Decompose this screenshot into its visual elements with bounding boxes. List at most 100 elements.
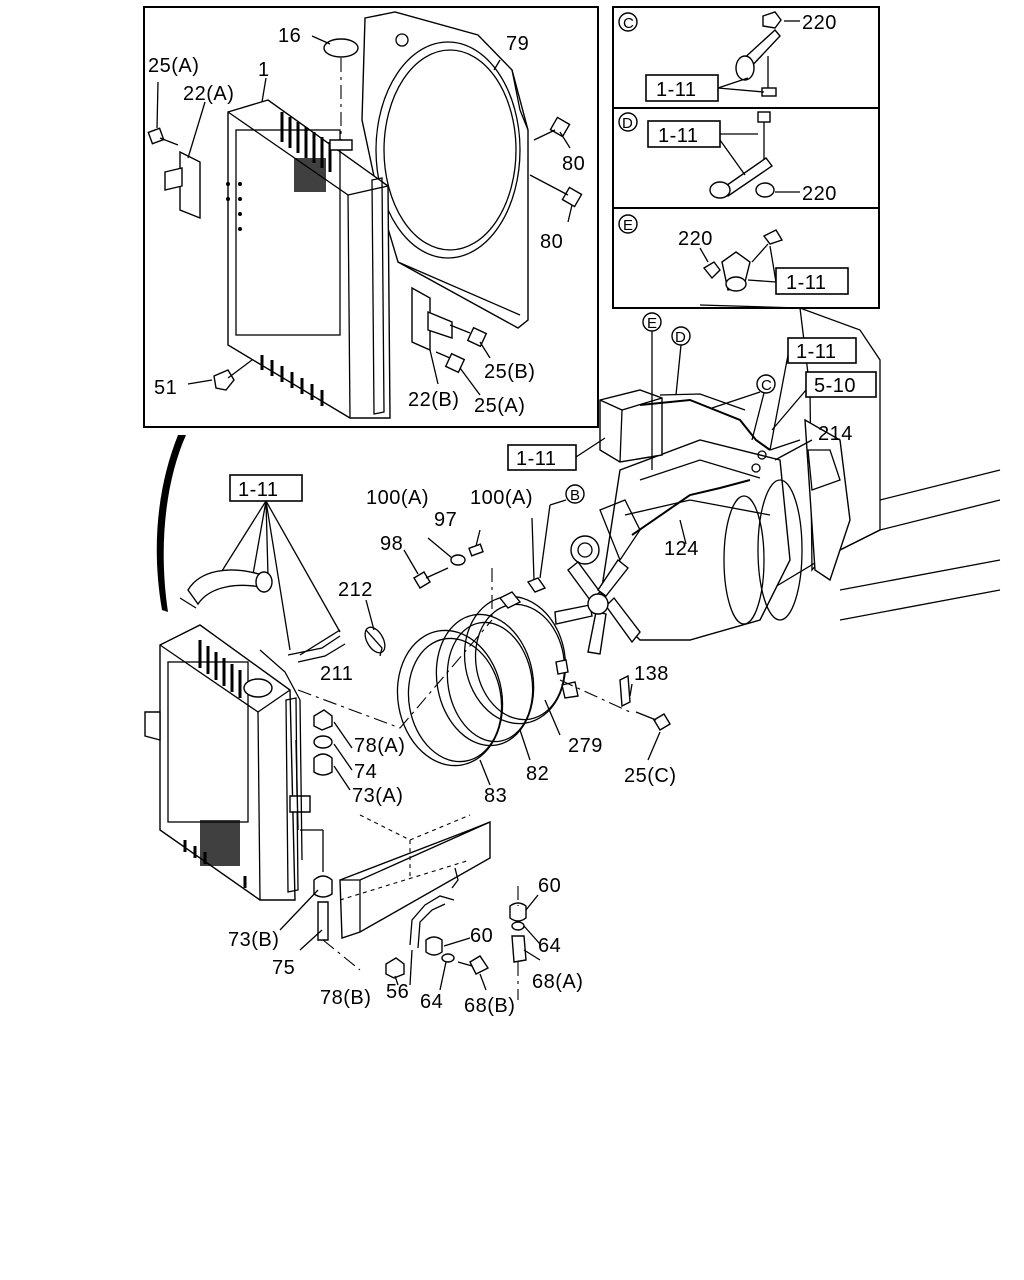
- bracket-22a: [164, 150, 201, 220]
- radiator-core-1: [226, 99, 391, 419]
- label-100a-2: 100(A): [470, 487, 533, 509]
- bolt-98: [413, 567, 449, 589]
- label-124: 124: [664, 538, 699, 560]
- detail-panels: C 1-11 220 D 1-11 220: [612, 6, 880, 309]
- clamp-212: [364, 626, 386, 657]
- label-60-2: 60: [470, 925, 493, 947]
- label-64-1: 64: [538, 935, 561, 957]
- label-211: 211: [320, 663, 353, 685]
- drain-plug-51: [213, 359, 253, 391]
- label-c-220: 220: [802, 12, 837, 34]
- label-73b: 73(B): [228, 929, 279, 951]
- label-73a: 73(A): [352, 785, 403, 807]
- bolts-80: [529, 116, 583, 208]
- fan-shroud-79: [361, 11, 529, 329]
- label-22b: 22(B): [408, 389, 459, 411]
- ref-e: 1-11: [786, 272, 827, 294]
- callout-c-engine: C: [761, 377, 772, 394]
- label-16: 16: [278, 25, 301, 47]
- radiator-assembly: [144, 624, 311, 901]
- label-80-2: 80: [540, 231, 563, 253]
- label-60-1: 60: [538, 875, 561, 897]
- label-78b: 78(B): [320, 987, 371, 1009]
- label-214: 214: [818, 423, 853, 445]
- label-74: 74: [354, 761, 377, 783]
- label-25a-top: 25(A): [148, 55, 199, 77]
- mount-73b: [313, 875, 333, 898]
- detail-panel-d: D 1-11 220: [618, 111, 837, 205]
- fan-guide-279: [463, 591, 579, 725]
- inset-leaders: [156, 35, 573, 396]
- bolt-68b: [457, 955, 490, 975]
- radiator-inset: 16 1 79 25(A) 22(A) 80 80 51 25(B) 22(B)…: [143, 6, 599, 428]
- ref-box-d: [647, 120, 721, 148]
- ref-510: 5-10: [814, 375, 856, 397]
- ref-main: 1-11: [796, 341, 837, 363]
- callout-e-circle: [618, 214, 638, 234]
- callout-b-engine: B: [570, 487, 580, 504]
- bolts-25b-25a-mid: [435, 324, 488, 374]
- callout-c-engine-circle: [756, 374, 776, 394]
- ref-box-hoses: [229, 474, 303, 502]
- label-e-220: 220: [678, 228, 713, 250]
- bushing-60-2: [425, 936, 443, 956]
- main-exploded-view: 1-11: [144, 435, 677, 1017]
- washer-64-1: [511, 921, 525, 931]
- washer-74: [313, 735, 333, 749]
- hose-56: [409, 895, 455, 946]
- label-98: 98: [380, 533, 403, 555]
- label-279: 279: [568, 735, 603, 757]
- mount-73a: [313, 753, 333, 776]
- washer-64-2: [441, 953, 455, 963]
- label-78a: 78(A): [354, 735, 405, 757]
- spacer-97: [468, 543, 484, 557]
- ref-box-main: [787, 337, 857, 364]
- ref-c: 1-11: [656, 79, 697, 101]
- ref-box-e: [775, 267, 849, 295]
- stud-75: [317, 901, 329, 941]
- label-d-220: 220: [802, 183, 837, 205]
- label-64-2: 64: [420, 991, 443, 1013]
- ref-hoses: 1-11: [238, 479, 279, 501]
- nut-78a: [313, 709, 333, 731]
- ref-d: 1-11: [658, 125, 699, 147]
- radiator-hose: [179, 569, 273, 609]
- label-83: 83: [484, 785, 507, 807]
- label-97: 97: [434, 509, 457, 531]
- callout-d-panel: D: [622, 115, 633, 132]
- callout-e-panel: E: [623, 217, 633, 234]
- label-51: 51: [154, 377, 177, 399]
- cooling-fan: [554, 558, 641, 655]
- label-25b: 25(B): [484, 361, 535, 383]
- label-56: 56: [386, 981, 409, 1003]
- ref-engine: 1-11: [516, 448, 557, 470]
- bracket-22b: [411, 286, 453, 352]
- callout-d-circle: [618, 112, 638, 132]
- nut-78b: [385, 957, 405, 979]
- detail-frame: [612, 6, 880, 309]
- callout-d-engine: D: [675, 329, 686, 346]
- detail-panel-e: E 1-11 220: [618, 214, 849, 295]
- inset-frame: [143, 6, 599, 428]
- shroud-ring-82: [435, 613, 535, 747]
- label-1: 1: [258, 59, 270, 81]
- callout-c-circle: [618, 12, 638, 32]
- label-22a: 22(A): [183, 83, 234, 105]
- bolt-25c: [635, 711, 671, 731]
- label-79: 79: [506, 33, 529, 55]
- engine-assembly: 1-11 5-10 1-11 E D C 214 124: [507, 304, 1001, 655]
- label-25c: 25(C): [624, 765, 677, 787]
- ref-box-c: [645, 74, 719, 102]
- bolt-25a-top: [147, 127, 179, 146]
- bushing-60-1: [509, 902, 527, 922]
- label-212: 212: [338, 579, 373, 601]
- radiator-cap-16: [323, 38, 359, 151]
- callout-c-panel: C: [623, 15, 634, 32]
- bracket-138: [619, 674, 631, 708]
- label-68b: 68(B): [464, 995, 515, 1017]
- label-138: 138: [634, 663, 669, 685]
- bolt-68a: [511, 935, 527, 963]
- nut-100a-2: [526, 577, 547, 593]
- detail-panel-c: C 1-11 220: [618, 11, 837, 102]
- label-82: 82: [526, 763, 549, 785]
